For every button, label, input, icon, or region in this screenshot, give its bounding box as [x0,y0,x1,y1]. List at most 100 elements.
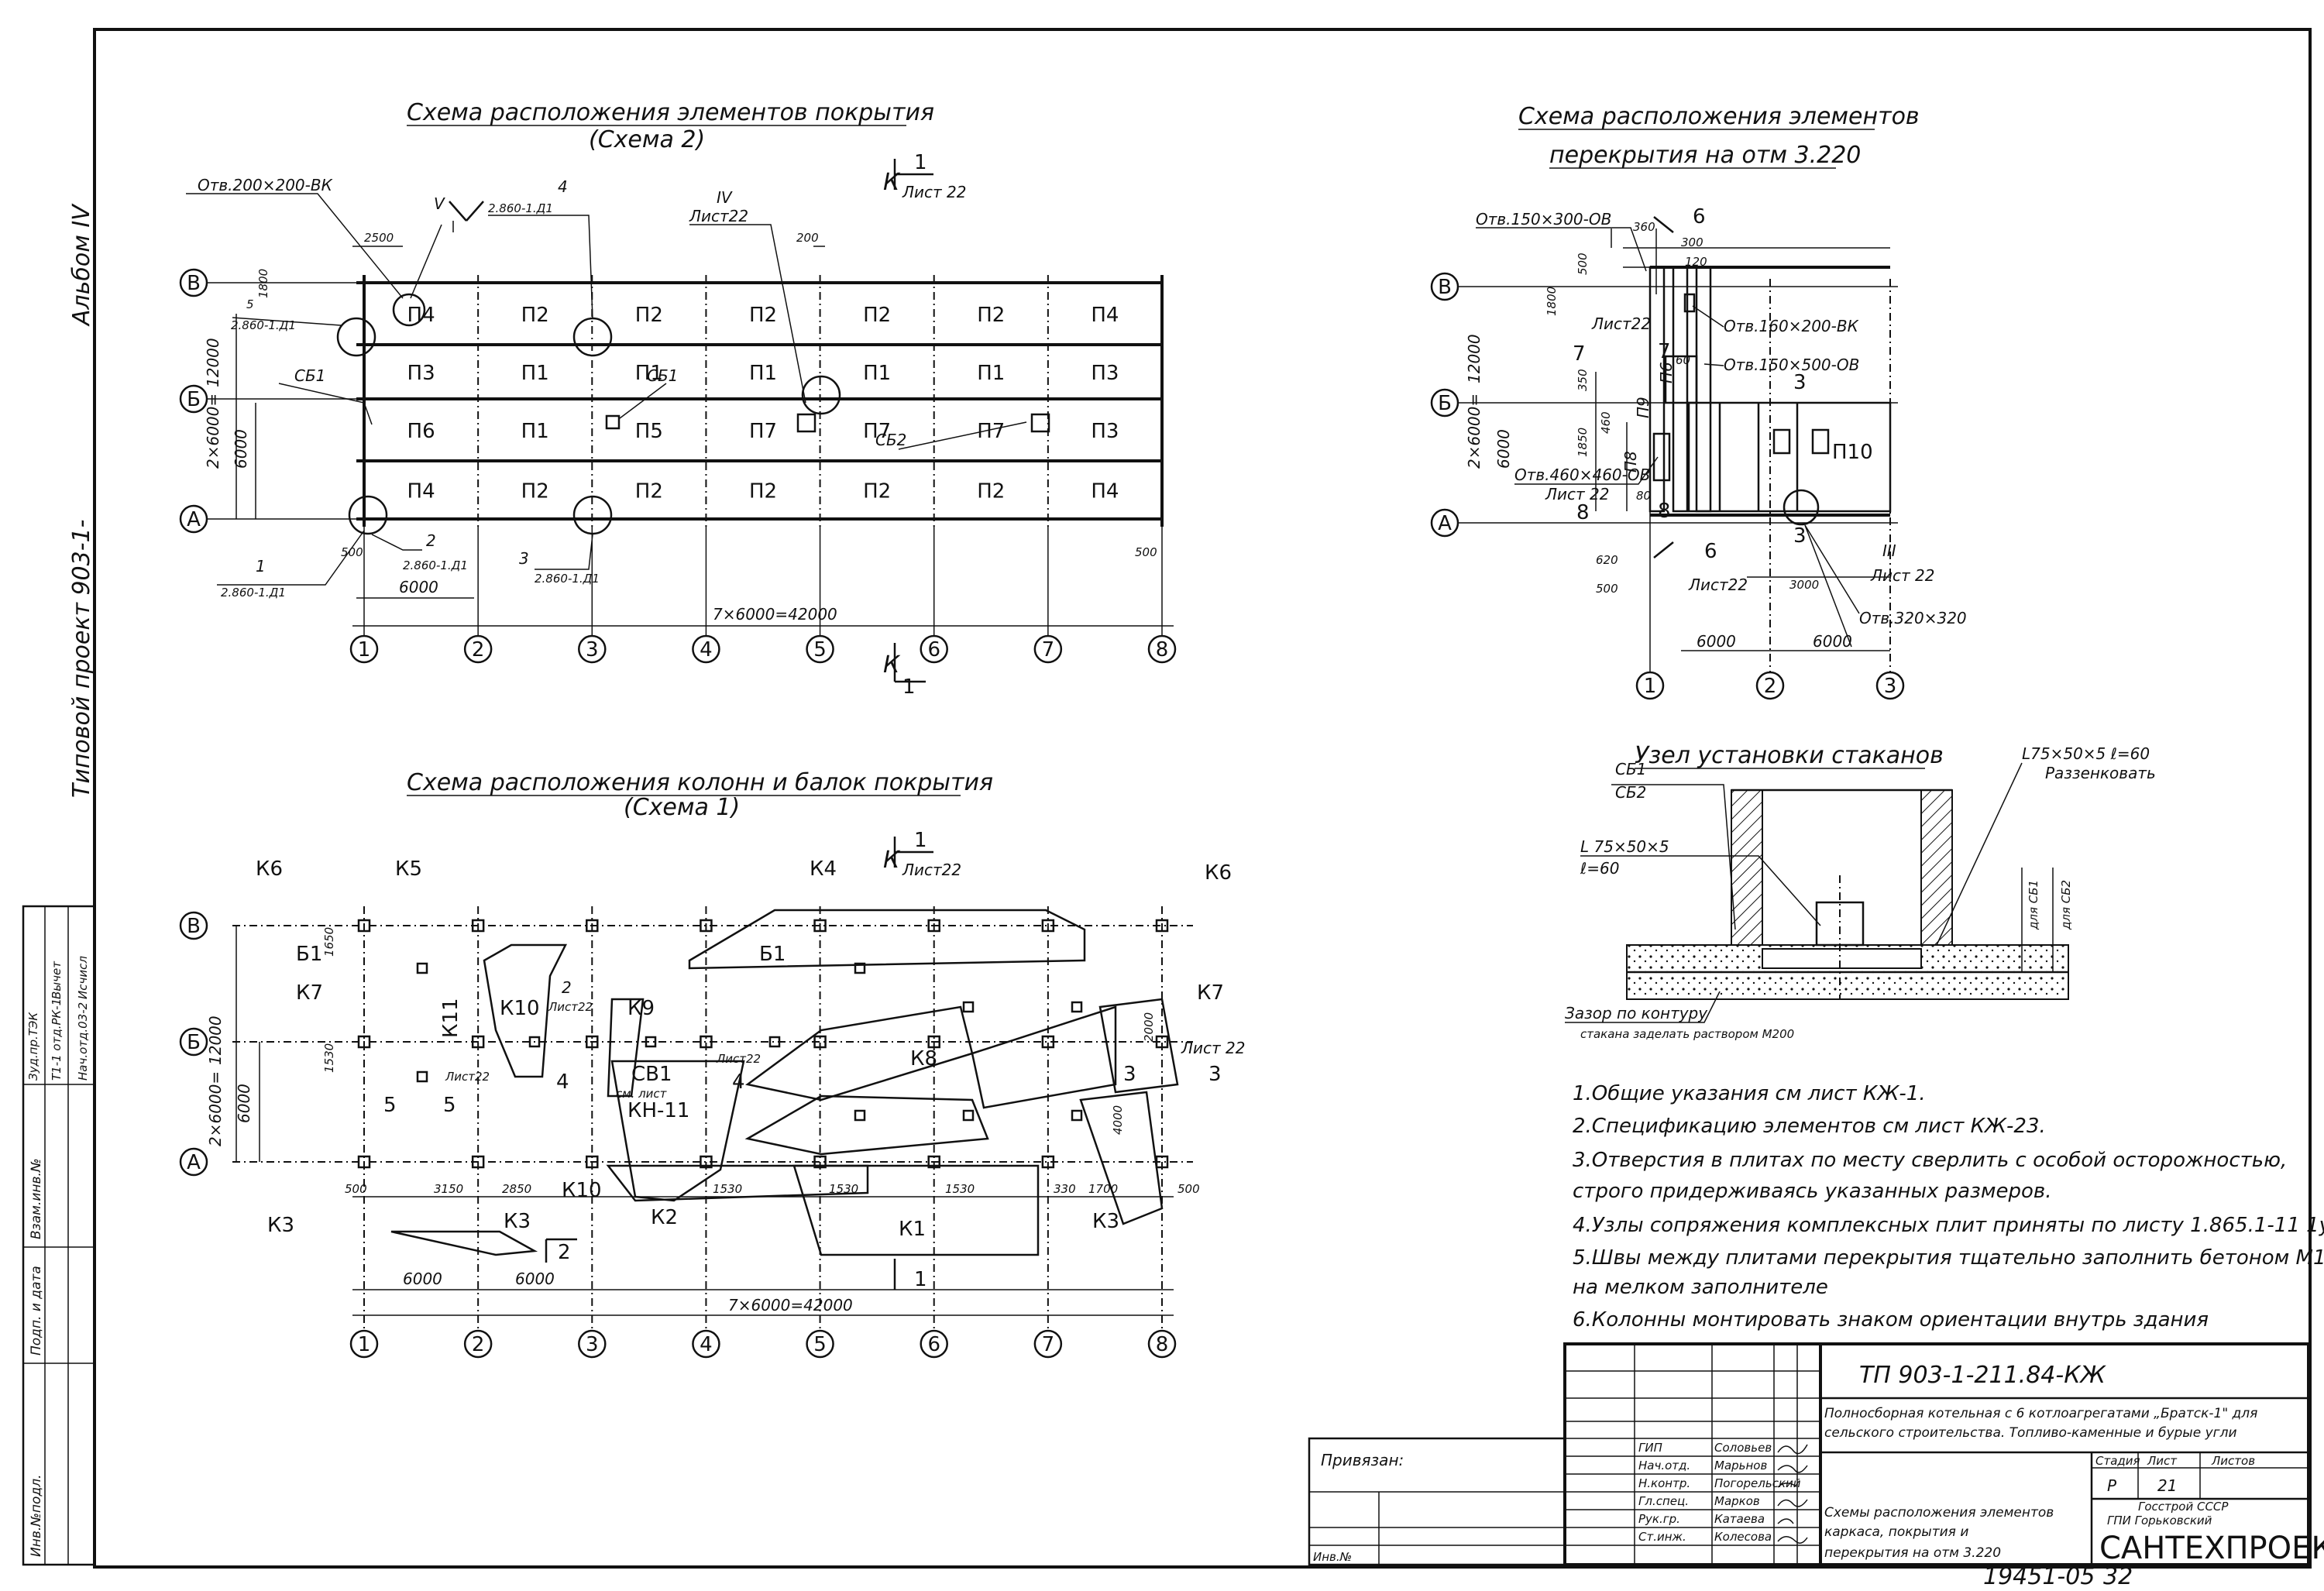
tl-slab-label: П2 [863,480,891,503]
tl-note-6: IV [717,188,733,207]
tr-note-29: 500 [1596,582,1618,596]
bl-note-50: 4000 [1111,1105,1125,1135]
bl-axis-col-bubble [1147,1329,1177,1359]
roof-plan-scheme-2: Схема расположения элементов покрытия (С… [179,99,1177,699]
bl-axis-col-bubble [349,1329,379,1359]
bl-column-mark [813,1035,827,1049]
bl-post-mark [528,1036,541,1048]
bl-column-mark [357,1155,371,1169]
tl-note-11: СБ1 [294,366,325,385]
bl-post-mark [854,962,866,974]
bl-column-mark [1041,1035,1055,1049]
tl-note-7: Лист22 [689,207,748,225]
tl-axis-col-bubble [463,634,493,664]
tr-axis-row-label: В [1438,276,1452,299]
bl-column-mark [1041,919,1055,933]
tl-slab-label: П2 [749,480,777,503]
bl-note-51: 12000 [206,1015,225,1065]
node-sb1: СБ1 [1615,760,1646,778]
tl-slab-label: П2 [635,480,663,503]
tr-title-1: Схема расположения элементов [1518,103,1920,130]
bl-note-6: Б1 [759,943,786,966]
tb-name-2: Марьнов [1714,1459,1767,1472]
bl-note-12: К9 [627,997,655,1020]
bl-note-46: 7×6000=42000 [728,1296,853,1314]
tl-axis-row-label: Б [187,388,201,411]
tr-axis-col-label: 3 [1884,675,1897,698]
tb-name-3: Погорельский [1714,1476,1801,1490]
bl-axis-col-label: 2 [472,1333,485,1356]
tb-sheet-label: Лист [2147,1454,2178,1468]
bl-axis-col-label: 1 [358,1333,371,1356]
note-3: 3.Отверстия в плитах по месту сверлить с… [1573,1149,2287,1172]
bl-column-mark [927,919,940,933]
tl-note-12: СБ1 [647,366,678,385]
left-stamp: Инв.№подл. Подп. и дата Взам.инв.№ Зуд.п… [22,905,96,1566]
tb-sheets-label: Листов [2211,1454,2255,1468]
tr-axis-row-bubble [1430,272,1459,301]
tr-note-20: Лист 22 [1545,485,1610,503]
cup-installation-detail: Узел установки стаканов СБ1 СБ2 L75×50×5… [1565,742,2156,1041]
bl-column-mark [471,1155,485,1169]
tb-code: ТП 903-1-211.84-КЖ [1859,1362,2107,1389]
tl-axis-col-label: 8 [1156,638,1169,661]
tr-note-32: 6000 [1697,632,1736,651]
bl-note-40: 1530 [945,1182,975,1196]
tl-axis-row-bubble [179,268,208,297]
tl-axis-col-label: 4 [700,638,713,661]
tl-note-2: V [434,194,445,213]
tr-axis-row-bubble [1430,388,1459,418]
tl-axis-col-bubble [692,634,720,664]
bl-axis-col-label: 4 [700,1333,713,1356]
tl-note-23: 7×6000=42000 [713,605,837,624]
tl-slab-label: П1 [863,362,891,385]
bl-note-29: К10 [562,1179,602,1202]
bl-axis-col-label: 3 [586,1333,599,1356]
tb-role-4: Гл.спец. [1638,1494,1689,1508]
bl-axis-row-label: В [187,915,201,938]
bl-note-21: 4 [732,1070,745,1094]
tr-note-1: Отв.150×300-ОВ [1476,210,1611,229]
stamp-inv-label: Инв.№подл. [29,1475,44,1557]
bl-note-52: 2×6000= [206,1071,225,1146]
tb-name-5: Катаева [1714,1512,1765,1526]
tr-note-24: III [1882,541,1896,560]
tr-axis-row-label: Б [1438,392,1452,415]
bl-note-5: Б1 [296,943,322,966]
tb-sheet-title-2: каркаса, покрытия и [1824,1524,1968,1540]
bl-post-mark [962,1001,975,1013]
tb-role-2: Нач.отд. [1638,1459,1690,1472]
bl-axis-col-bubble [692,1329,720,1359]
tl-note-27: 6000 [232,429,250,469]
tl-axis-col-label: 1 [358,638,371,661]
bl-column-mark [471,919,485,933]
tr-axis-col-bubble [1875,671,1905,700]
bl-note-17: см. лист [616,1087,668,1101]
tb-name-4: Марков [1714,1494,1760,1508]
bl-note-36: 3150 [434,1182,463,1196]
tr-note-17: П10 [1832,441,1873,464]
tr-axis-row-label: А [1438,512,1452,535]
bl-section-sheet: Лист22 [902,861,961,879]
tl-slab-label: П2 [749,304,777,327]
tl-note-21: 500 [1135,545,1157,559]
tb-role-6: Ст.инж. [1638,1530,1686,1544]
tb-desc-2: сельского строительства. Топливо-каменны… [1824,1425,2237,1441]
bl-note-47: 1650 [322,927,336,957]
tl-opening-circle [392,293,426,327]
tl-note-22: 6000 [399,578,438,596]
bl-column-mark [586,919,599,933]
tr-note-9: Лист22 [1591,314,1651,333]
bl-section-number: 1 [914,829,927,852]
tr-note-13: П6 [1657,362,1676,383]
bl-axis-col-bubble [578,1329,607,1359]
tr-note-40: 80 [1636,489,1651,503]
node-gap: Зазор по контуру [1565,1004,1708,1022]
bl-column-mark [357,1035,371,1049]
bl-note-30: К2 [651,1206,678,1229]
tl-slab-label: П1 [521,362,549,385]
tr-note-23: 3 [1793,524,1807,548]
bl-note-22: Лист22 [716,1052,761,1066]
tl-sb-mark [796,413,816,433]
